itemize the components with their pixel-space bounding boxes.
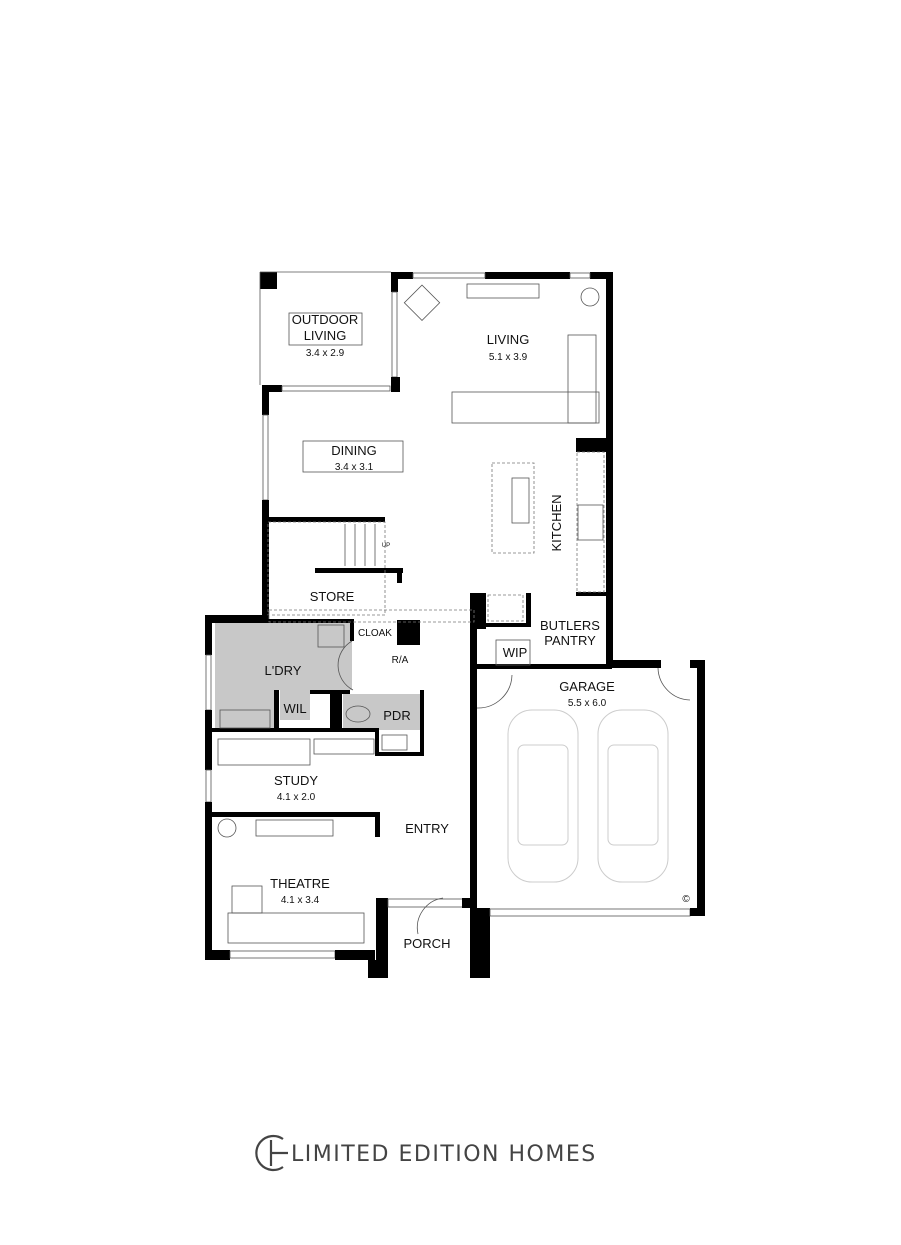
label-study: STUDY xyxy=(274,773,318,788)
copyright-mark: © xyxy=(682,894,690,905)
label-laundry: L'DRY xyxy=(265,663,302,678)
room-labels: OUTDOOR LIVING 3.4 x 2.9 LIVING 5.1 x 3.… xyxy=(265,312,691,951)
label-store: STORE xyxy=(310,589,355,604)
sofa-theatre xyxy=(227,912,365,944)
label-cloak: CLOAK xyxy=(358,628,392,639)
brand-logo: LIMITED EDITION HOMES xyxy=(255,1134,597,1172)
brand-name: LIMITED EDITION HOMES xyxy=(291,1142,597,1167)
pdr-floor xyxy=(343,694,420,730)
dining-table xyxy=(302,440,404,473)
sofa-living xyxy=(451,391,600,424)
label-ra: R/A xyxy=(392,655,409,666)
dim-theatre: 4.1 x 3.4 xyxy=(281,895,320,906)
label-porch: PORCH xyxy=(404,936,451,951)
label-outdoor-living-1: OUTDOOR xyxy=(292,312,358,327)
label-dining: DINING xyxy=(331,443,377,458)
dim-living: 5.1 x 3.9 xyxy=(489,352,528,363)
dim-outdoor-living: 3.4 x 2.9 xyxy=(306,348,345,359)
label-wip: WIP xyxy=(503,645,528,660)
cars xyxy=(507,709,669,883)
dim-study: 4.1 x 2.0 xyxy=(277,792,316,803)
label-wil: WIL xyxy=(283,701,306,716)
label-outdoor-living-2: LIVING xyxy=(304,328,347,343)
label-butlers: BUTLERS xyxy=(540,618,600,633)
dim-dining: 3.4 x 3.1 xyxy=(335,462,374,473)
label-kitchen: KITCHEN xyxy=(549,494,564,551)
kitchen-bench xyxy=(576,451,605,593)
furniture xyxy=(217,283,691,944)
walls xyxy=(205,271,705,978)
label-theatre: THEATRE xyxy=(270,876,330,891)
outdoor-table xyxy=(288,312,363,346)
label-garage: GARAGE xyxy=(559,679,615,694)
label-pantry: PANTRY xyxy=(544,633,596,648)
label-pdr: PDR xyxy=(383,708,410,723)
kitchen-island xyxy=(491,462,535,554)
wil-floor xyxy=(280,690,310,720)
label-up: UP xyxy=(382,543,390,549)
dim-garage: 5.5 x 6.0 xyxy=(568,698,607,709)
label-entry: ENTRY xyxy=(405,821,449,836)
label-living: LIVING xyxy=(487,332,530,347)
logo-mark-icon xyxy=(255,1134,284,1172)
